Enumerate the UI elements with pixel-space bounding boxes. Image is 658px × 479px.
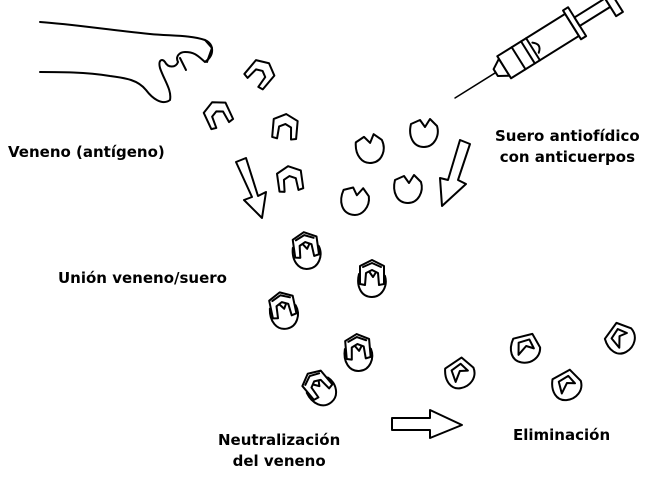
serum-label-line2: con anticuerpos [495, 147, 640, 168]
arrow-icon [392, 410, 462, 438]
neutralization-label-line1: Neutralización [218, 430, 340, 451]
venom-label-text: Veneno (antígeno) [8, 142, 165, 163]
serum-label: Suero antiofídico con anticuerpos [495, 126, 640, 168]
elimination-label: Eliminación [513, 425, 610, 446]
neutralization-label-line2: del veneno [218, 451, 340, 472]
elimination-label-text: Eliminación [513, 425, 610, 446]
eliminated-complexes [443, 318, 640, 402]
antibodies [339, 119, 438, 217]
venom-chevrons [201, 56, 303, 193]
hand-icon [40, 22, 212, 102]
serum-label-line1: Suero antiofídico [495, 126, 640, 147]
binding-label-text: Unión veneno/suero [58, 268, 227, 289]
venom-antibody-complexes [266, 230, 386, 411]
neutralization-label: Neutralización del veneno [218, 430, 340, 472]
binding-label: Unión veneno/suero [58, 268, 227, 289]
venom-label: Veneno (antígeno) [8, 142, 165, 163]
syringe-icon [446, 0, 623, 112]
